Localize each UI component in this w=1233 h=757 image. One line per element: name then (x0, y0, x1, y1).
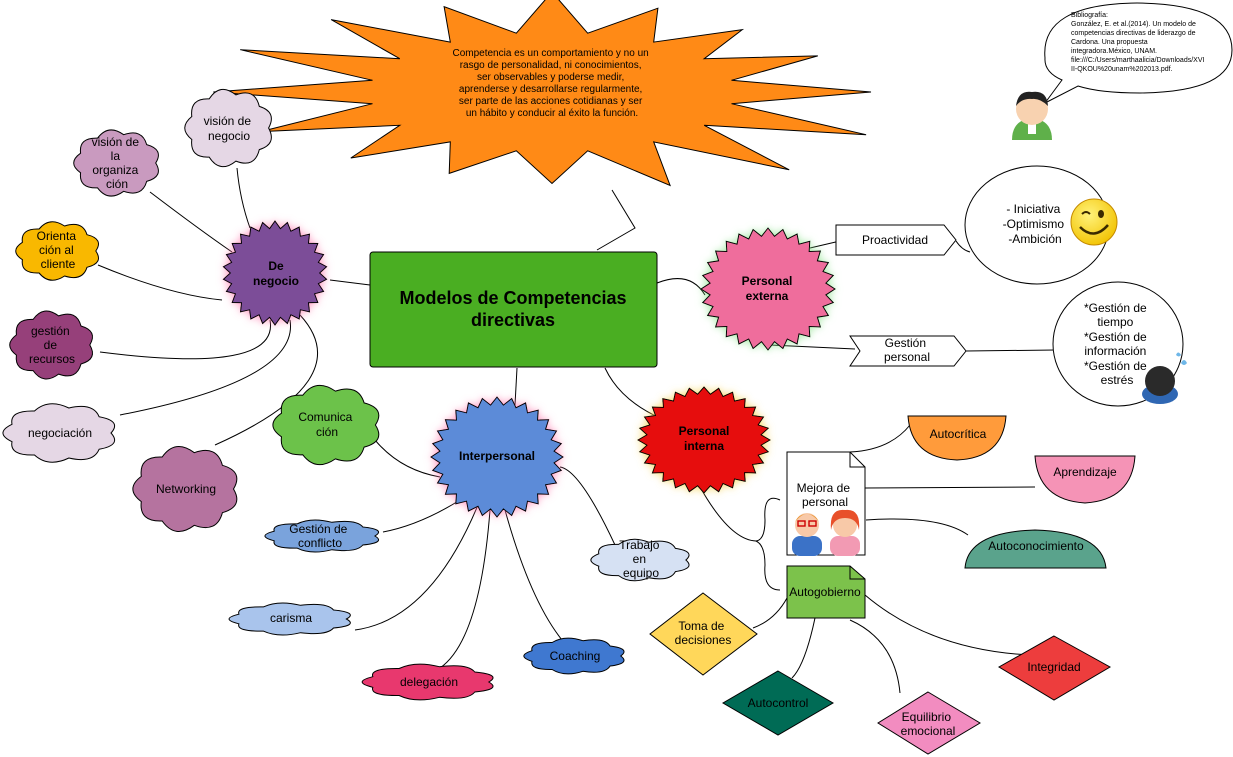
svg-text:Coaching: Coaching (550, 649, 601, 663)
negocio-hub-label-2: negocio (253, 274, 299, 288)
aprendizaje-shape[interactable]: Aprendizaje (1034, 455, 1136, 504)
negocio-hub[interactable] (222, 220, 328, 326)
connector-lines (97, 167, 1056, 694)
svg-text:Autoconocimiento: Autoconocimiento (988, 539, 1084, 553)
definition-starburst: Competencia es un comportamiento y no un… (213, 0, 872, 187)
autocritica-shape[interactable]: Autocrítica (907, 415, 1007, 461)
svg-text:Modelos de Competencias: Modelos de Competencias (399, 288, 626, 308)
bibliography-bubble: Bibliografía: González, E. et al.(2014).… (1044, 2, 1233, 104)
negocio-hub-label-1: De (268, 259, 284, 273)
gestion-recursos-cloud[interactable]: gestión de recursos (9, 310, 93, 380)
svg-text:Orienta ción al cl: Orienta ción al cliente (37, 229, 80, 271)
svg-text:Bibliografía: González,: Bibliografía: González, E. et al.(2014).… (1071, 12, 1206, 73)
iniciativa-circle[interactable]: - Iniciativa -Optimismo -Ambición (964, 165, 1110, 285)
person-reader-icon (1012, 91, 1052, 140)
people-pair-icon (792, 509, 860, 556)
svg-text:Autocontrol: Autocontrol (748, 696, 809, 710)
delegacion-cloud[interactable]: delegación (361, 663, 494, 701)
svg-text:Aprendizaje: Aprendizaje (1053, 465, 1117, 479)
svg-text:negociación: negociación (28, 426, 92, 440)
svg-text:Gestión de conflicto: Gestión de conflicto (289, 522, 350, 550)
autocontrol-diamond[interactable]: Autocontrol (722, 670, 834, 736)
integridad-diamond[interactable]: Integridad (998, 635, 1112, 701)
svg-text:visión de negocio: visión de negocio (204, 114, 255, 143)
svg-text:Autocrítica: Autocrítica (930, 427, 987, 441)
externa-hub[interactable] (700, 227, 836, 351)
toma-decisiones-diamond[interactable]: Toma de decisiones (649, 592, 758, 676)
stressed-person-icon (1142, 352, 1187, 404)
svg-text:Trabajo en equipo: Trabajo en equipo (619, 538, 663, 580)
negociacion-cloud[interactable]: negociación (2, 403, 116, 463)
trabajo-equipo-cloud[interactable]: Trabajo en equipo (590, 538, 690, 582)
svg-text:*Gestión de tiempo: *Gestión de tiempo *Gestión de informaci… (1084, 301, 1150, 387)
orientacion-cliente-cloud[interactable]: Orienta ción al cliente (15, 221, 99, 281)
svg-text:gestión de recurso: gestión de recursos (29, 324, 75, 366)
autoconocimiento-shape[interactable]: Autoconocimiento (964, 529, 1107, 569)
interna-hub-label-2: interna (684, 439, 724, 453)
coaching-cloud[interactable]: Coaching (523, 637, 625, 675)
externa-hub-label-1: Personal (742, 274, 793, 288)
svg-text:Autogobierno: Autogobierno (789, 585, 861, 599)
svg-text:Proactividad: Proactividad (862, 233, 928, 247)
svg-text:Comunica ción: Comunica ción (298, 410, 355, 439)
svg-text:Competencia es un comportamien: Competencia es un comportamiento y no un… (452, 48, 651, 119)
vision-negocio-cloud[interactable]: visión de negocio (184, 88, 272, 168)
interpersonal-hub-label: Interpersonal (459, 449, 535, 463)
central-node[interactable]: Modelos de Competencias directivas (369, 251, 658, 368)
carisma-cloud[interactable]: carisma (228, 602, 351, 636)
svg-text:Integridad: Integridad (1027, 660, 1080, 674)
vision-organizacion-cloud[interactable]: visión de la organiza ción (73, 129, 159, 197)
svg-text:Mejora de personal: Mejora de personal (797, 481, 854, 509)
svg-text:Gestión personal: Gestión personal (884, 336, 930, 364)
svg-text:- Iniciativa -Optimismo: - Iniciativa -Optimismo -Ambición (1003, 202, 1068, 246)
networking-cloud[interactable]: Networking (132, 446, 238, 532)
interpersonal-hub[interactable] (430, 396, 564, 518)
svg-text:Equilibrio emocional: Equilibrio emocional (901, 710, 956, 738)
svg-text:delegación: delegación (400, 675, 458, 689)
autogobierno-note[interactable]: Autogobierno (786, 565, 866, 619)
svg-text:Networking: Networking (156, 482, 216, 496)
smiley-wink-icon (1070, 198, 1118, 246)
svg-text:directivas: directivas (471, 310, 555, 330)
comunicacion-cloud[interactable]: Comunica ción (272, 384, 380, 466)
svg-text:visión de la organ: visión de la organiza ción (92, 135, 143, 191)
svg-text:carisma: carisma (270, 611, 312, 625)
externa-hub-label-2: externa (746, 289, 789, 303)
equilibrio-emocional-diamond[interactable]: Equilibrio emocional (877, 691, 981, 755)
svg-text:Toma de decisiones: Toma de decisiones (675, 619, 732, 647)
proactividad-arrow[interactable]: Proactividad (835, 224, 957, 256)
interna-hub-label-1: Personal (679, 424, 730, 438)
interna-hub[interactable] (637, 386, 771, 494)
gestion-conflicto-cloud[interactable]: Gestión de conflicto (264, 519, 379, 553)
gestion-personal-arrow[interactable]: Gestión personal (849, 335, 967, 367)
